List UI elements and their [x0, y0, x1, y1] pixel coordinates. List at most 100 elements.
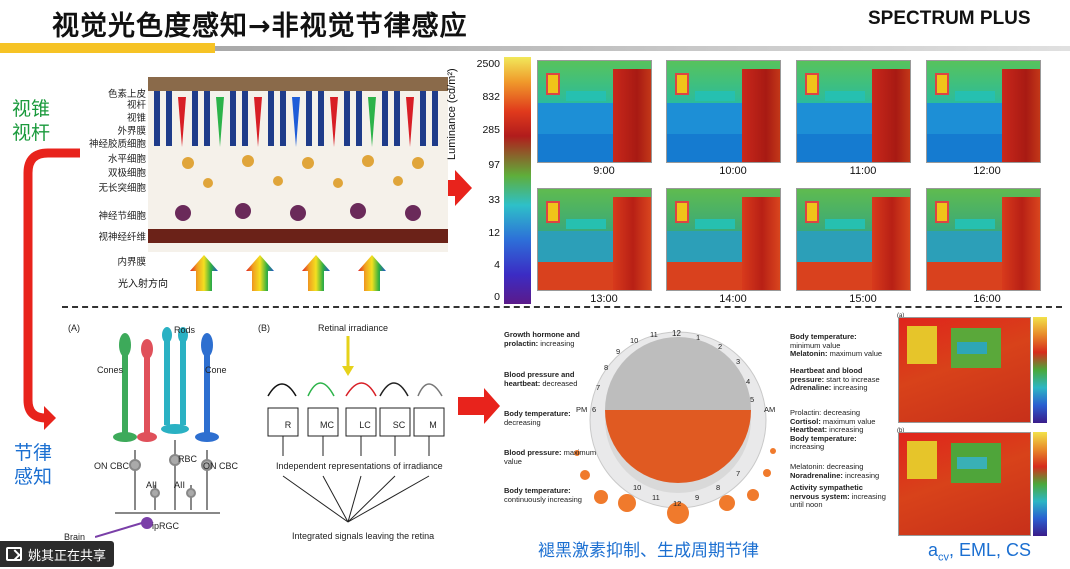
ganglion-cells	[175, 203, 421, 221]
page-title: 视觉光色度感知→非视觉节律感应	[52, 11, 468, 42]
note-right-6: Activity sympathetic nervous system: inc…	[790, 483, 886, 509]
lum-tick: 12	[488, 227, 500, 239]
clock-num: 7	[736, 469, 741, 478]
heatmap-frame-1100	[796, 60, 911, 163]
heatmap-time: 13:00	[590, 293, 618, 305]
lum-tick: 97	[488, 159, 500, 171]
heatmap-time: 9:00	[593, 165, 615, 177]
label-on-cbc-left: ON CBC	[94, 461, 130, 471]
label-brain: Brain	[64, 532, 86, 542]
clock-num: 9	[695, 493, 700, 502]
note-left-5: Body temperature: continuously increasin…	[504, 486, 582, 504]
luminance-axis-label: Luminance (cd/m²)	[446, 68, 458, 160]
clock-num: 12	[673, 499, 682, 508]
box-m: M	[429, 420, 437, 430]
photoreceptors	[154, 91, 438, 147]
clock-num: 1	[696, 333, 701, 342]
label-retinal-irradiance: Retinal irradiance	[318, 323, 389, 333]
clock-num: 10	[630, 336, 639, 345]
label-aii-1: AII	[146, 480, 158, 490]
label-aii-2: AII	[174, 480, 186, 490]
panel-b-label: (b)	[897, 428, 905, 434]
label-cones: Cones	[97, 365, 124, 375]
box-mc: MC	[320, 420, 334, 430]
heatmap-frame-1000	[666, 60, 781, 163]
screen-share-indicator[interactable]: 姚其正在共享	[0, 541, 115, 567]
note-left-4: Blood pressure: maximum value	[504, 448, 597, 466]
clock-num: 7	[596, 383, 601, 392]
box-sc: SC	[392, 420, 406, 430]
lum-tick: 4	[494, 259, 500, 271]
screen-share-text: 姚其正在共享	[28, 548, 107, 564]
panel-label-a: (A)	[68, 323, 80, 333]
clock-num: 3	[736, 357, 741, 366]
clock-num: 6	[592, 405, 597, 414]
side-label-rhythm: 节律 感知	[14, 442, 53, 488]
label-integrated: Integrated signals leaving the retina	[292, 531, 435, 541]
heatmap-time: 15:00	[849, 293, 877, 305]
circadian-clock	[574, 331, 776, 524]
label-iprgc: ipRGC	[152, 521, 180, 531]
cell-diagram	[95, 327, 220, 538]
heatmap-frame-1500	[796, 188, 911, 291]
clock-num: 8	[716, 483, 721, 492]
luminance-colorbar	[504, 57, 531, 304]
retina-diagram	[148, 77, 448, 252]
lum-tick: 0	[494, 291, 500, 303]
heatmap-time: 16:00	[973, 293, 1001, 305]
clock-num: 11	[652, 493, 660, 502]
arrow-to-clock	[458, 388, 500, 424]
clock-pm: PM	[576, 405, 588, 414]
clock-num: 4	[746, 377, 751, 386]
heatmap-time: 12:00	[973, 165, 1001, 177]
clock-am: AM	[764, 405, 776, 414]
heatmap-frame-1400	[666, 188, 781, 291]
lum-tick: 33	[488, 194, 500, 206]
clock-num: 12	[672, 329, 681, 338]
note-left-2: Blood pressure and heartbeat: decreased	[504, 370, 578, 388]
label-independent: Independent representations of irradianc…	[276, 461, 466, 471]
clock-caption: 褪黑激素抑制、生成周期节律	[538, 541, 759, 561]
label-on-cbc-right: ON CBC	[203, 461, 239, 471]
note-right-2: Heartbeat and blood pressure: start to i…	[790, 366, 880, 392]
clock-num: 8	[604, 363, 609, 372]
section-divider	[62, 306, 1062, 308]
label-rods: Rods	[174, 325, 196, 335]
panel-a-image	[898, 317, 1031, 423]
brand-logo-text: SPECTRUM PLUS	[868, 8, 1031, 29]
clock-num: 10	[633, 483, 642, 492]
heatmap-frame-1300	[537, 188, 652, 291]
metrics-caption: acv, EML, CS	[928, 540, 1032, 564]
curved-arrow-head	[44, 406, 56, 430]
box-r: R	[284, 420, 292, 430]
note-left-3: Body temperature: decreasing	[504, 409, 571, 427]
heatmap-time: 10:00	[719, 165, 747, 177]
heatmap-frame-1200	[926, 60, 1041, 163]
clock-num: 9	[616, 347, 621, 356]
note-left-1: Growth hormone and prolactin: increasing	[504, 330, 580, 348]
heatmap-frame-1600	[926, 188, 1041, 291]
side-label-cones-rods: 视锥 视杆	[12, 98, 51, 144]
heatmap-time: 11:00	[849, 165, 877, 177]
panel-b-image	[898, 432, 1031, 536]
curved-arrow	[23, 148, 80, 423]
header-rule	[0, 43, 1070, 53]
heatmap-time: 14:00	[719, 293, 747, 305]
label-cone: Cone	[205, 365, 227, 375]
retina-illustration	[148, 77, 448, 243]
signal-diagram	[267, 336, 445, 523]
clock-num: 5	[750, 395, 755, 404]
screen-share-icon	[6, 547, 22, 561]
panel-label-b: (B)	[258, 323, 270, 333]
lum-tick: 832	[482, 91, 500, 103]
panel-a-scale	[1033, 317, 1047, 423]
box-lc: LC	[359, 420, 371, 430]
panel-b-scale	[1033, 432, 1047, 536]
light-arrows	[190, 255, 386, 291]
light-direction-label: 光入射方向	[118, 279, 168, 290]
